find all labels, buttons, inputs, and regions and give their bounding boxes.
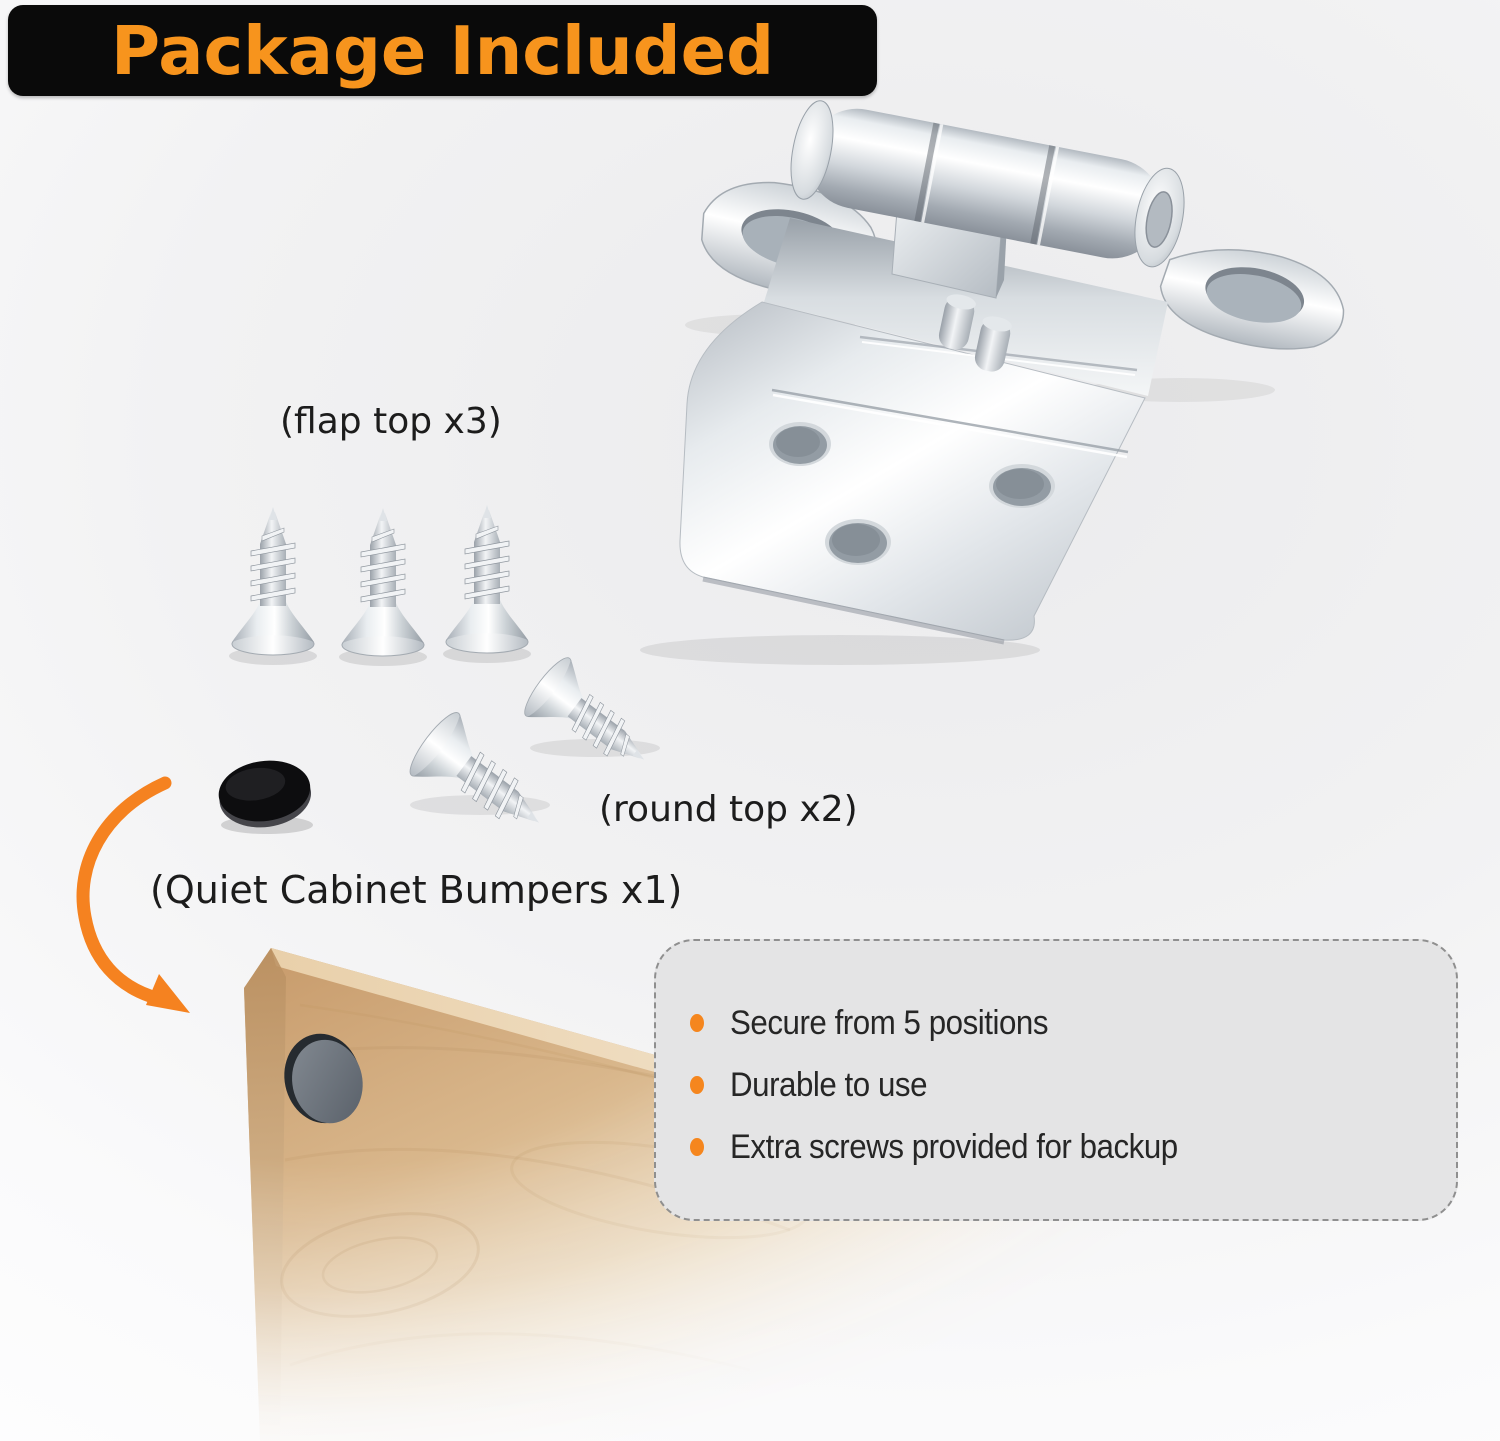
label-quiet-bumpers: (Quiet Cabinet Bumpers x1): [150, 868, 683, 912]
flap-top-screw: [341, 507, 425, 657]
flap-top-screw: [445, 504, 529, 654]
feature-item: Durable to use: [690, 1054, 1456, 1116]
feature-item: Extra screws provided for backup: [690, 1116, 1456, 1178]
hinge-plate: [679, 301, 1146, 645]
hinge-right-wing: [1159, 249, 1345, 350]
bullet-icon: [690, 1014, 704, 1032]
label-flap-top-screws: (flap top x3): [280, 401, 502, 442]
installed-bumper: [284, 1033, 363, 1124]
label-round-top-screws: (round top x2): [599, 789, 858, 830]
hinge-shadow: [640, 635, 1040, 665]
round-top-screw: [517, 652, 667, 789]
cabinet-hinge-illustration: [640, 100, 1345, 665]
feature-text: Extra screws provided for backup: [730, 1127, 1178, 1166]
hinge-rivets: [938, 294, 1012, 372]
round-top-screw: [402, 706, 563, 850]
bullet-icon: [690, 1138, 704, 1156]
black-bumper-illustration: [218, 760, 313, 834]
hinge-screw-hole: [989, 464, 1055, 508]
feature-item: Secure from 5 positions: [690, 992, 1456, 1054]
hinge-barrel: [790, 100, 1185, 268]
banner-title: Package Included: [110, 11, 775, 90]
bullet-icon: [690, 1076, 704, 1094]
hinge-screw-hole: [769, 422, 831, 466]
screws-illustration: [229, 504, 667, 850]
flap-top-screw: [231, 506, 315, 656]
banner: Package Included: [8, 5, 877, 96]
feature-text: Secure from 5 positions: [730, 1003, 1049, 1042]
feature-text: Durable to use: [730, 1065, 928, 1104]
arrow-down-icon: [76, 776, 190, 1013]
features-callout-box: Secure from 5 positions Durable to use E…: [654, 939, 1458, 1221]
hinge-screw-hole: [825, 519, 891, 565]
